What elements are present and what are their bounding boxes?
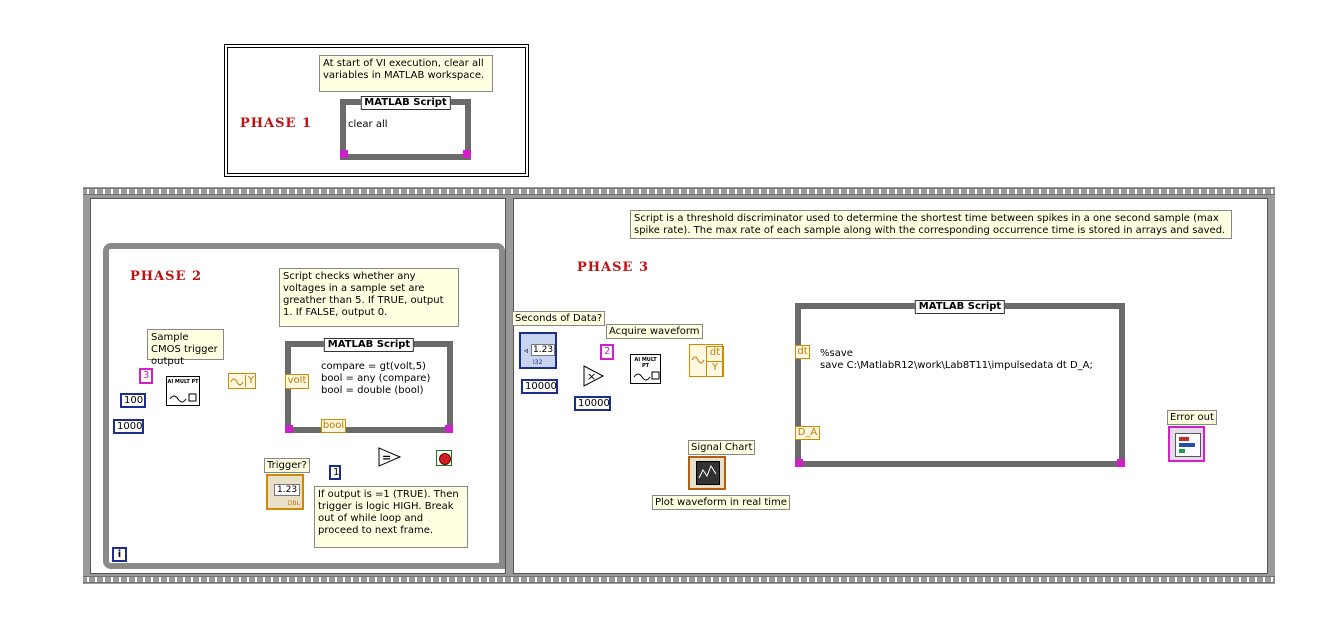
channel-constant[interactable]: 3 [139,368,153,384]
sequence-film-top [83,188,1275,195]
phase1-script-title: MATLAB Script [360,96,451,110]
ai-waveform-glyph-phase3 [633,371,660,381]
trigger-indicator[interactable]: 1.23 DBL [266,474,304,510]
trigger-label: Trigger? [264,458,310,473]
phase1-note: At start of VI execution, clear all vari… [319,55,493,92]
seconds-control-type: I32 [533,359,543,366]
phase1-error-out-terminal [463,150,471,158]
ai-waveform-glyph [169,393,197,403]
seconds-control-arrows: ◃ [524,346,529,355]
trigger-result-note: If output is =1 (TRUE). Then trigger is … [314,486,468,548]
ai-multpt-label: AI MULT PT [167,379,199,385]
error-out-label: Error out [1167,410,1217,425]
ai-multpt-icon[interactable]: AI MULT PT [166,376,200,406]
phase2-matlab-script[interactable]: MATLAB Script compare = gt(volt,5) bool … [285,338,453,433]
samples-constant-10000[interactable]: 10000 [521,379,558,394]
phase3-matlab-script[interactable]: MATLAB Script %save save C:\MatlabR12\wo… [795,300,1125,467]
bool-output-terminal: bool [321,419,346,433]
phase1-title: PHASE 1 [240,116,313,131]
phase3-script-title: MATLAB Script [914,300,1006,314]
phase1-matlab-script[interactable]: MATLAB Script clear all [340,96,471,160]
phase2-script-error-in [285,425,293,433]
phase2-note: Script checks whether any voltages in a … [279,268,459,327]
multiply-icon[interactable]: × [583,365,605,387]
phase3-note: Script is a threshold discriminator used… [630,210,1232,239]
stop-icon[interactable] [436,450,452,466]
phase2-script-error-out [445,425,453,433]
phase3-title: PHASE 3 [577,260,650,275]
equal-icon[interactable]: = [378,447,402,467]
phase1-error-in-terminal [340,150,348,158]
signal-chart-label: Signal Chart [688,440,756,455]
sine-glyph [230,378,244,386]
sample-cmos-label: Sample CMOS trigger output [147,329,224,367]
unbundle-dt-output: dt [706,346,724,362]
rate-constant-10000[interactable]: 10000 [574,396,611,411]
plot-realtime-label: Plot waveform in real time [652,495,790,510]
channel-constant-2[interactable]: 2 [600,344,614,360]
ai-multpt-label-phase3: AI MULT PT [634,357,657,369]
while-loop [103,243,505,569]
error-out-indicator[interactable] [1168,426,1205,462]
equal-triangle: = [378,447,402,467]
unbundle-waveform-icon[interactable]: dt Y [689,344,724,377]
samples-constant-100[interactable]: 100 [120,393,146,408]
phase3-script-body[interactable]: %save save C:\MatlabR12\work\Lab8T11\imp… [820,348,1093,371]
acquire-waveform-label: Acquire waveform [606,324,703,339]
phase1-script-body[interactable]: clear all [348,119,388,130]
iteration-terminal: i [112,547,127,562]
phase1-frame [224,44,529,177]
seconds-control-value: 1.23 [531,344,556,356]
seconds-of-data-control[interactable]: ◃ 1.23 I32 [519,332,557,369]
seconds-of-data-label: Seconds of Data? [512,311,606,326]
rate-constant-1000[interactable]: 1000 [113,419,144,434]
trigger-indicator-value: 1.23 [274,484,301,496]
ai-multpt-icon-phase3[interactable]: AI MULT PT [630,354,661,384]
waveform-y-output: Y [244,375,254,387]
sequence-film-bottom [83,576,1275,583]
sine-glyph-phase3 [691,356,705,364]
phase2-script-title: MATLAB Script [323,338,415,352]
signal-chart-indicator[interactable] [688,456,726,490]
multiply-triangle: × [583,365,605,387]
unbundle-y-output: Y [706,361,724,377]
svg-text:=: = [382,451,391,464]
phase3-script-error-in [795,459,803,467]
da-input-terminal: D_A [795,426,820,440]
phase2-script-body[interactable]: compare = gt(volt,5) bool = any (compare… [321,361,431,396]
build-waveform-icon[interactable]: Y [228,373,256,389]
compare-constant-1[interactable]: 1 [329,465,341,480]
dt-input-terminal: dt [795,345,810,359]
phase3-script-error-out [1117,459,1125,467]
chart-glyph [698,464,717,479]
phase2-title: PHASE 2 [130,269,203,284]
trigger-indicator-type: DBL [287,500,300,507]
svg-text:×: × [587,370,596,383]
volt-input-terminal: volt [285,374,309,389]
